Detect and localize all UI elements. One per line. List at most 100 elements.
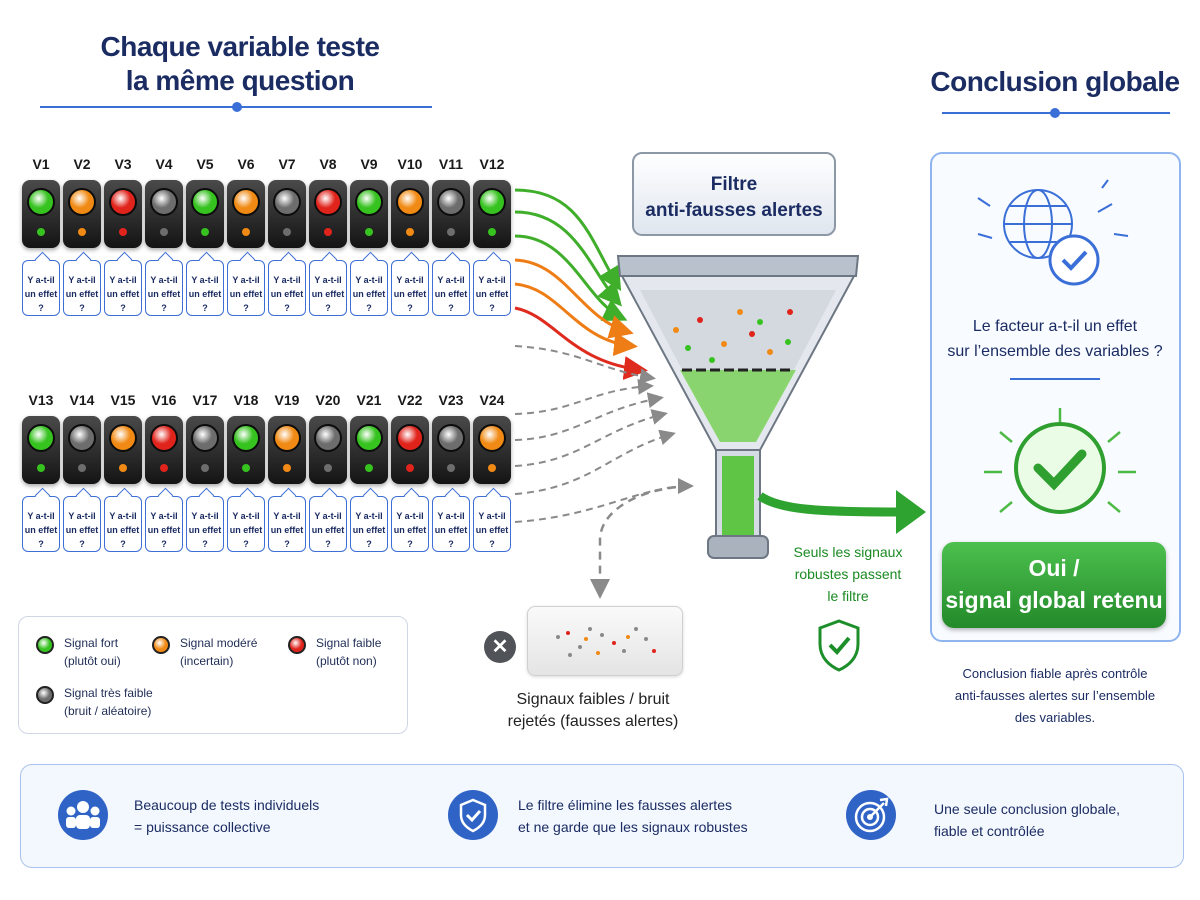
conclusion-note-line2: anti-fausses alertes sur l’ensemble bbox=[954, 688, 1156, 703]
legend-dot bbox=[152, 636, 170, 654]
signal-light bbox=[145, 416, 183, 484]
question-line1: Y a-t-il bbox=[478, 511, 506, 521]
summary-item-2: Le filtre élimine les fausses alertes et… bbox=[518, 794, 762, 838]
question-line1: Y a-t-il bbox=[314, 275, 342, 285]
legend-item-line1: Signal très faible bbox=[64, 686, 153, 700]
legend-item: Signal modéré(incertain) bbox=[180, 634, 257, 670]
legend-item-line1: Signal modéré bbox=[180, 636, 258, 650]
variable-label: V22 bbox=[397, 392, 423, 408]
variable-label: V6 bbox=[237, 156, 255, 172]
signal-light bbox=[350, 180, 388, 248]
arrow-orange-1 bbox=[514, 258, 634, 339]
reject-x-icon: ✕ bbox=[484, 631, 516, 663]
question-line1: Y a-t-il bbox=[273, 275, 301, 285]
filter-label-line1: Filtre bbox=[710, 174, 758, 195]
legend-item-line2: (bruit / aléatoire) bbox=[64, 704, 152, 718]
signal-indicator bbox=[324, 464, 332, 472]
left-title-line1: Chaque variable teste bbox=[100, 31, 380, 62]
arrow-gray-3 bbox=[514, 409, 668, 467]
left-title-dot bbox=[232, 102, 242, 112]
signal-lamp bbox=[273, 188, 301, 216]
signal-lamp bbox=[396, 188, 424, 216]
summary-item-2-line1: Le filtre élimine les fausses alertes bbox=[518, 797, 732, 813]
signal-lamp bbox=[68, 424, 96, 452]
right-title-dot bbox=[1050, 108, 1060, 118]
summary-item-1-line2: = puissance collective bbox=[134, 819, 271, 835]
robust-note-line1: Seuls les signaux bbox=[793, 544, 903, 560]
signal-lamp bbox=[191, 188, 219, 216]
question-line2: un effet ? bbox=[24, 289, 58, 313]
summary-item-3-line1: Une seule conclusion globale, bbox=[934, 801, 1121, 817]
signal-indicator bbox=[406, 464, 414, 472]
filter-label-line2: anti-fausses alertes bbox=[645, 200, 823, 221]
signal-indicator bbox=[160, 464, 168, 472]
answer-line2: signal global retenu bbox=[945, 587, 1163, 613]
question-line1: Y a-t-il bbox=[273, 511, 301, 521]
signal-lamp bbox=[27, 188, 55, 216]
variable-label: V17 bbox=[192, 392, 218, 408]
signal-lamp bbox=[150, 188, 178, 216]
filter-label: Filtre anti-fausses alertes bbox=[632, 152, 836, 236]
variable-label: V24 bbox=[479, 392, 505, 408]
pass-arrow-head bbox=[896, 490, 926, 534]
question-line1: Y a-t-il bbox=[191, 275, 219, 285]
signal-indicator bbox=[201, 464, 209, 472]
rejected-label: Signaux faibles / bruit rejetés (fausses… bbox=[488, 689, 698, 733]
reject-arrow bbox=[590, 484, 691, 599]
arrow-gray-6 bbox=[514, 345, 656, 385]
question-line2: un effet ? bbox=[188, 525, 222, 549]
variable-label: V23 bbox=[438, 392, 464, 408]
signal-indicator bbox=[119, 228, 127, 236]
signal-light bbox=[350, 416, 388, 484]
summary-item-1-line1: Beaucoup de tests individuels bbox=[134, 797, 320, 813]
signal-light bbox=[473, 180, 511, 248]
signal-lamp bbox=[27, 424, 55, 452]
variable-label: V18 bbox=[233, 392, 259, 408]
question-line2: un effet ? bbox=[147, 525, 181, 549]
signal-lamp bbox=[273, 424, 301, 452]
legend-item-line1: Signal fort bbox=[64, 636, 119, 650]
signal-lamp bbox=[68, 188, 96, 216]
question-line2: un effet ? bbox=[147, 289, 181, 313]
variable-label: V9 bbox=[360, 156, 378, 172]
question-line2: un effet ? bbox=[229, 525, 263, 549]
signal-indicator bbox=[324, 228, 332, 236]
summary-item-3-line2: fiable et contrôlée bbox=[934, 823, 1045, 839]
signal-lamp bbox=[355, 424, 383, 452]
shield-check-icon bbox=[448, 790, 498, 840]
legend-item-line2: (plutôt oui) bbox=[64, 654, 121, 668]
variable-label: V4 bbox=[155, 156, 173, 172]
arrow-green-1 bbox=[514, 188, 622, 292]
question-line1: Y a-t-il bbox=[68, 511, 96, 521]
question-line2: un effet ? bbox=[106, 289, 140, 313]
variable-label: V5 bbox=[196, 156, 214, 172]
conclusion-note-line1: Conclusion fiable après contrôle bbox=[962, 666, 1148, 681]
question-line2: un effet ? bbox=[352, 289, 386, 313]
signal-lamp bbox=[478, 424, 506, 452]
signal-lamp bbox=[355, 188, 383, 216]
question-line1: Y a-t-il bbox=[232, 275, 260, 285]
target-icon bbox=[846, 790, 896, 840]
question-line2: un effet ? bbox=[393, 525, 427, 549]
robust-note-line3: le filtre bbox=[827, 588, 869, 604]
question-line2: un effet ? bbox=[311, 289, 345, 313]
left-title: Chaque variable teste la même question bbox=[60, 30, 420, 98]
variable-label: V13 bbox=[28, 392, 54, 408]
signal-indicator bbox=[365, 464, 373, 472]
signal-indicator bbox=[283, 464, 291, 472]
people-icon bbox=[58, 790, 108, 840]
legend-item: Signal faible(plutôt non) bbox=[316, 634, 381, 670]
arrow-green-2 bbox=[514, 210, 622, 307]
question-line1: Y a-t-il bbox=[396, 511, 424, 521]
variable-label: V20 bbox=[315, 392, 341, 408]
signal-lamp bbox=[314, 424, 342, 452]
